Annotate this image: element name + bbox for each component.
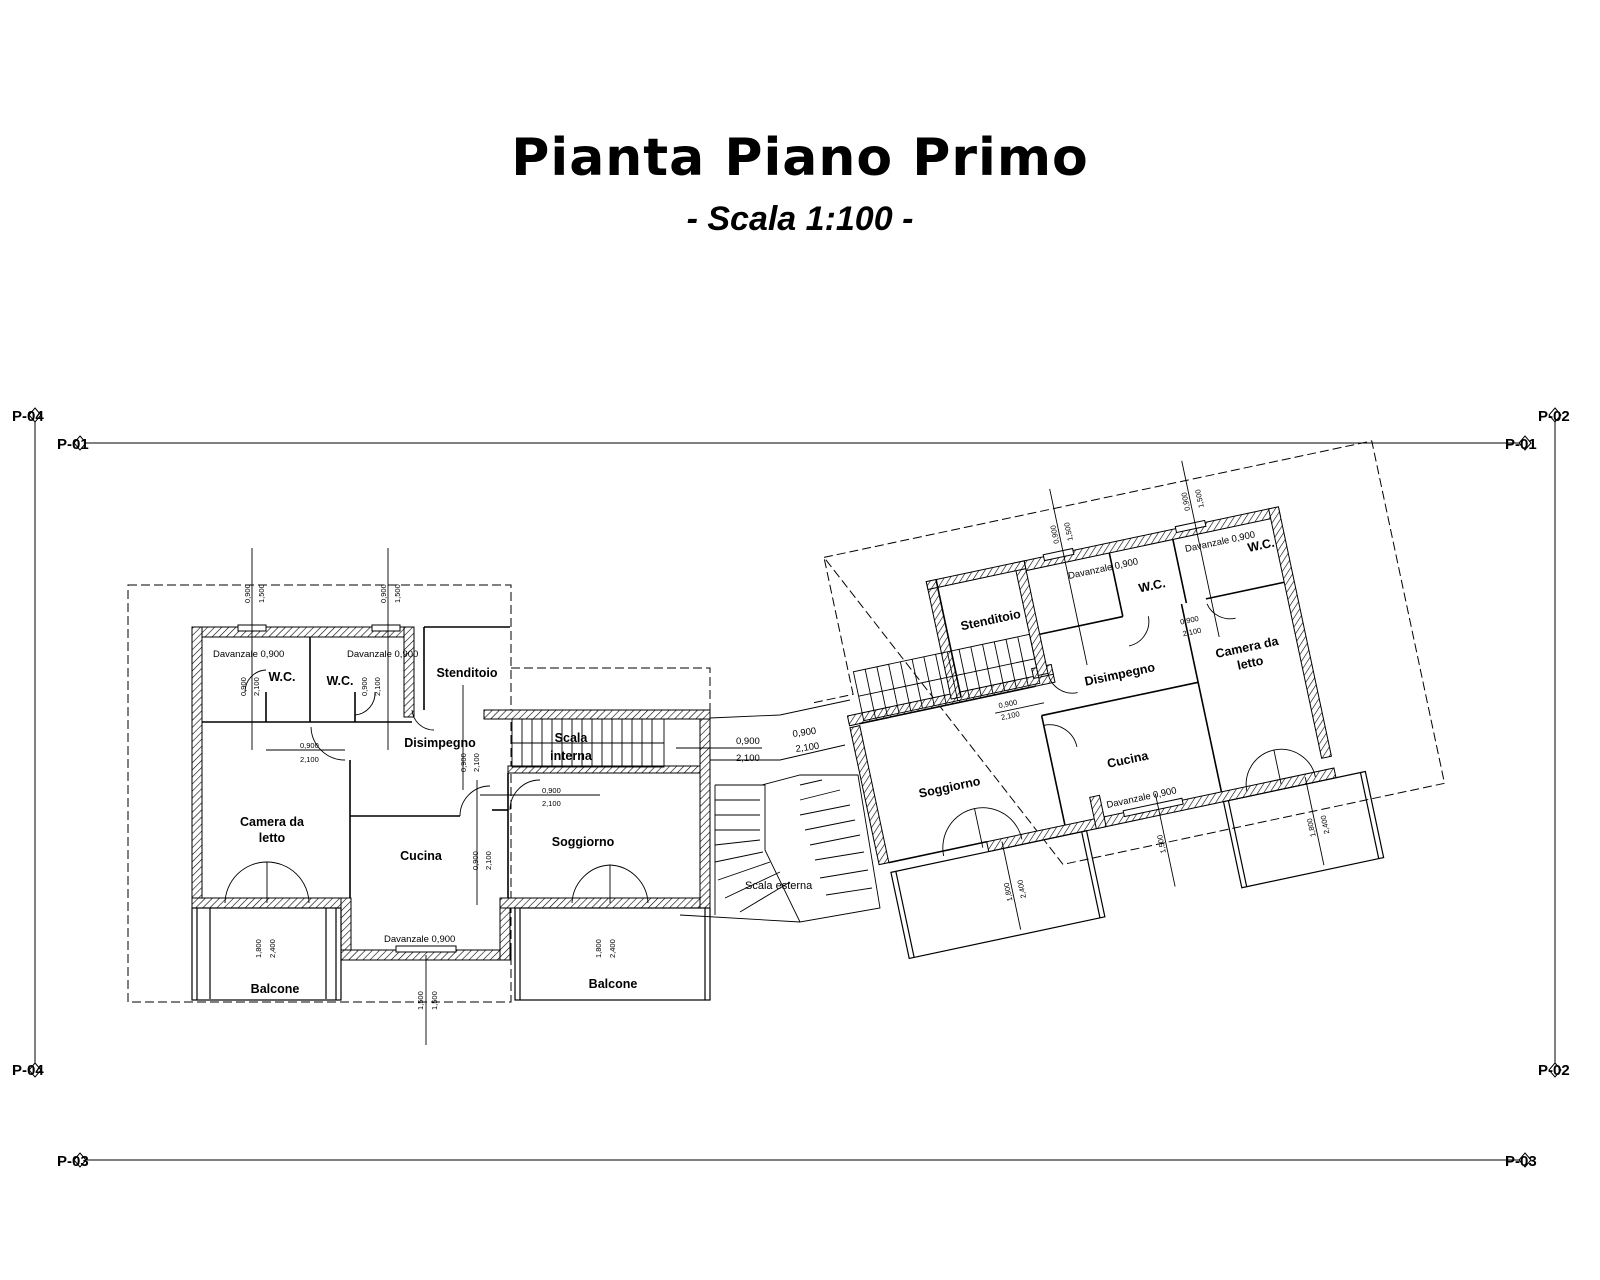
svg-text:2,100: 2,100	[472, 753, 481, 772]
grid-label-p01-left: P-01	[57, 436, 89, 453]
right-disimpegno-label: Disimpegno	[1083, 660, 1156, 689]
right-cucina-label: Cucina	[1106, 748, 1151, 771]
svg-text:2,100: 2,100	[484, 851, 493, 870]
drawing-title: Pianta Piano Primo	[511, 128, 1089, 188]
svg-text:1,800: 1,800	[254, 939, 263, 958]
drawing-scale: - Scala 1:100 -	[686, 200, 914, 238]
svg-text:0,900: 0,900	[792, 726, 817, 740]
svg-text:2,100: 2,100	[542, 799, 561, 808]
svg-text:1,800: 1,800	[594, 939, 603, 958]
right-soggiorno-label: Soggiorno	[918, 774, 982, 801]
left-camera-label-2: letto	[259, 831, 286, 845]
left-stenditoio-label: Stenditoio	[436, 666, 497, 680]
svg-text:1,800: 1,800	[1002, 882, 1015, 902]
svg-text:0,900: 0,900	[736, 736, 760, 747]
right-wc-1-label: W.C.	[1137, 576, 1166, 595]
svg-text:2,100: 2,100	[252, 677, 261, 696]
grid-label-p04-top: P-04	[12, 408, 44, 425]
left-unit: W.C. W.C. Stenditoio Disimpegno Scala in…	[127, 548, 762, 1045]
left-davanzale-2: Davanzale 0,900	[347, 649, 418, 660]
svg-text:0,900: 0,900	[1048, 524, 1061, 544]
left-soggiorno-label: Soggiorno	[552, 835, 615, 849]
svg-text:2,100: 2,100	[736, 753, 760, 764]
svg-text:0,900: 0,900	[300, 741, 319, 750]
svg-text:0,900: 0,900	[1179, 491, 1192, 511]
left-disimpegno-label: Disimpegno	[404, 736, 476, 750]
svg-text:2,100: 2,100	[795, 741, 820, 755]
svg-text:2,100: 2,100	[1182, 626, 1202, 639]
grid-label-p01-right: P-01	[1505, 436, 1537, 453]
right-stenditoio-label: Stenditoio	[959, 607, 1022, 633]
svg-text:0,900: 0,900	[379, 584, 388, 603]
reference-grid	[34, 420, 1556, 1161]
svg-text:2,400: 2,400	[1319, 815, 1332, 835]
internal-stair	[511, 718, 665, 768]
left-balcone-1-label: Balcone	[251, 982, 300, 996]
svg-text:0,900: 0,900	[998, 698, 1018, 711]
svg-text:1,800: 1,800	[1305, 817, 1318, 837]
svg-text:2,100: 2,100	[1000, 709, 1020, 722]
svg-text:0,900: 0,900	[360, 677, 369, 696]
left-cucina-label: Cucina	[400, 849, 443, 863]
left-scala-interna-label-2: interna	[550, 749, 593, 763]
svg-text:2,400: 2,400	[608, 939, 617, 958]
grid-label-p04-bottom: P-04	[12, 1062, 44, 1079]
svg-text:0,900: 0,900	[471, 851, 480, 870]
svg-text:1,500: 1,500	[430, 991, 439, 1010]
scala-esterna-label: Scala esterna	[745, 880, 813, 892]
right-camera-label-2: letto	[1236, 653, 1265, 672]
svg-text:0,900: 0,900	[239, 677, 248, 696]
svg-text:1,500: 1,500	[257, 584, 266, 603]
svg-text:2,100: 2,100	[373, 677, 382, 696]
svg-text:0,900: 0,900	[459, 753, 468, 772]
grid-label-p03-right: P-03	[1505, 1153, 1537, 1170]
left-wc-1-label: W.C.	[268, 670, 295, 684]
left-camera-label-1: Camera da	[240, 815, 305, 829]
svg-text:1,500: 1,500	[416, 991, 425, 1010]
left-wc-2-label: W.C.	[326, 674, 353, 688]
svg-text:0,900: 0,900	[1179, 614, 1199, 627]
right-unit: Stenditoio W.C. W.C. Disimpegno Camera d…	[813, 440, 1446, 960]
svg-text:2,400: 2,400	[1015, 879, 1028, 899]
grid-labels: P-04 P-02 P-01 P-01 P-04 P-02 P-03 P-03	[12, 408, 1570, 1170]
left-scala-interna-label-1: Scala	[555, 731, 589, 745]
left-davanzale-1: Davanzale 0,900	[213, 649, 284, 660]
grid-label-p02-top: P-02	[1538, 408, 1570, 425]
left-balcone-2-label: Balcone	[589, 977, 638, 991]
svg-text:0,900: 0,900	[243, 584, 252, 603]
left-davanzale-3: Davanzale 0,900	[384, 934, 455, 945]
svg-text:2,400: 2,400	[268, 939, 277, 958]
right-wc-2-label: W.C.	[1246, 536, 1275, 555]
svg-text:1,500: 1,500	[1155, 834, 1168, 854]
external-stair	[679, 699, 881, 923]
grid-label-p02-bottom: P-02	[1538, 1062, 1570, 1079]
grid-label-p03-left: P-03	[57, 1153, 89, 1170]
svg-text:0,900: 0,900	[542, 786, 561, 795]
svg-text:1,500: 1,500	[1193, 489, 1206, 509]
svg-text:1,500: 1,500	[393, 584, 402, 603]
svg-text:1,500: 1,500	[1062, 521, 1075, 541]
svg-text:2,100: 2,100	[300, 755, 319, 764]
grid-markers	[28, 407, 1562, 1168]
